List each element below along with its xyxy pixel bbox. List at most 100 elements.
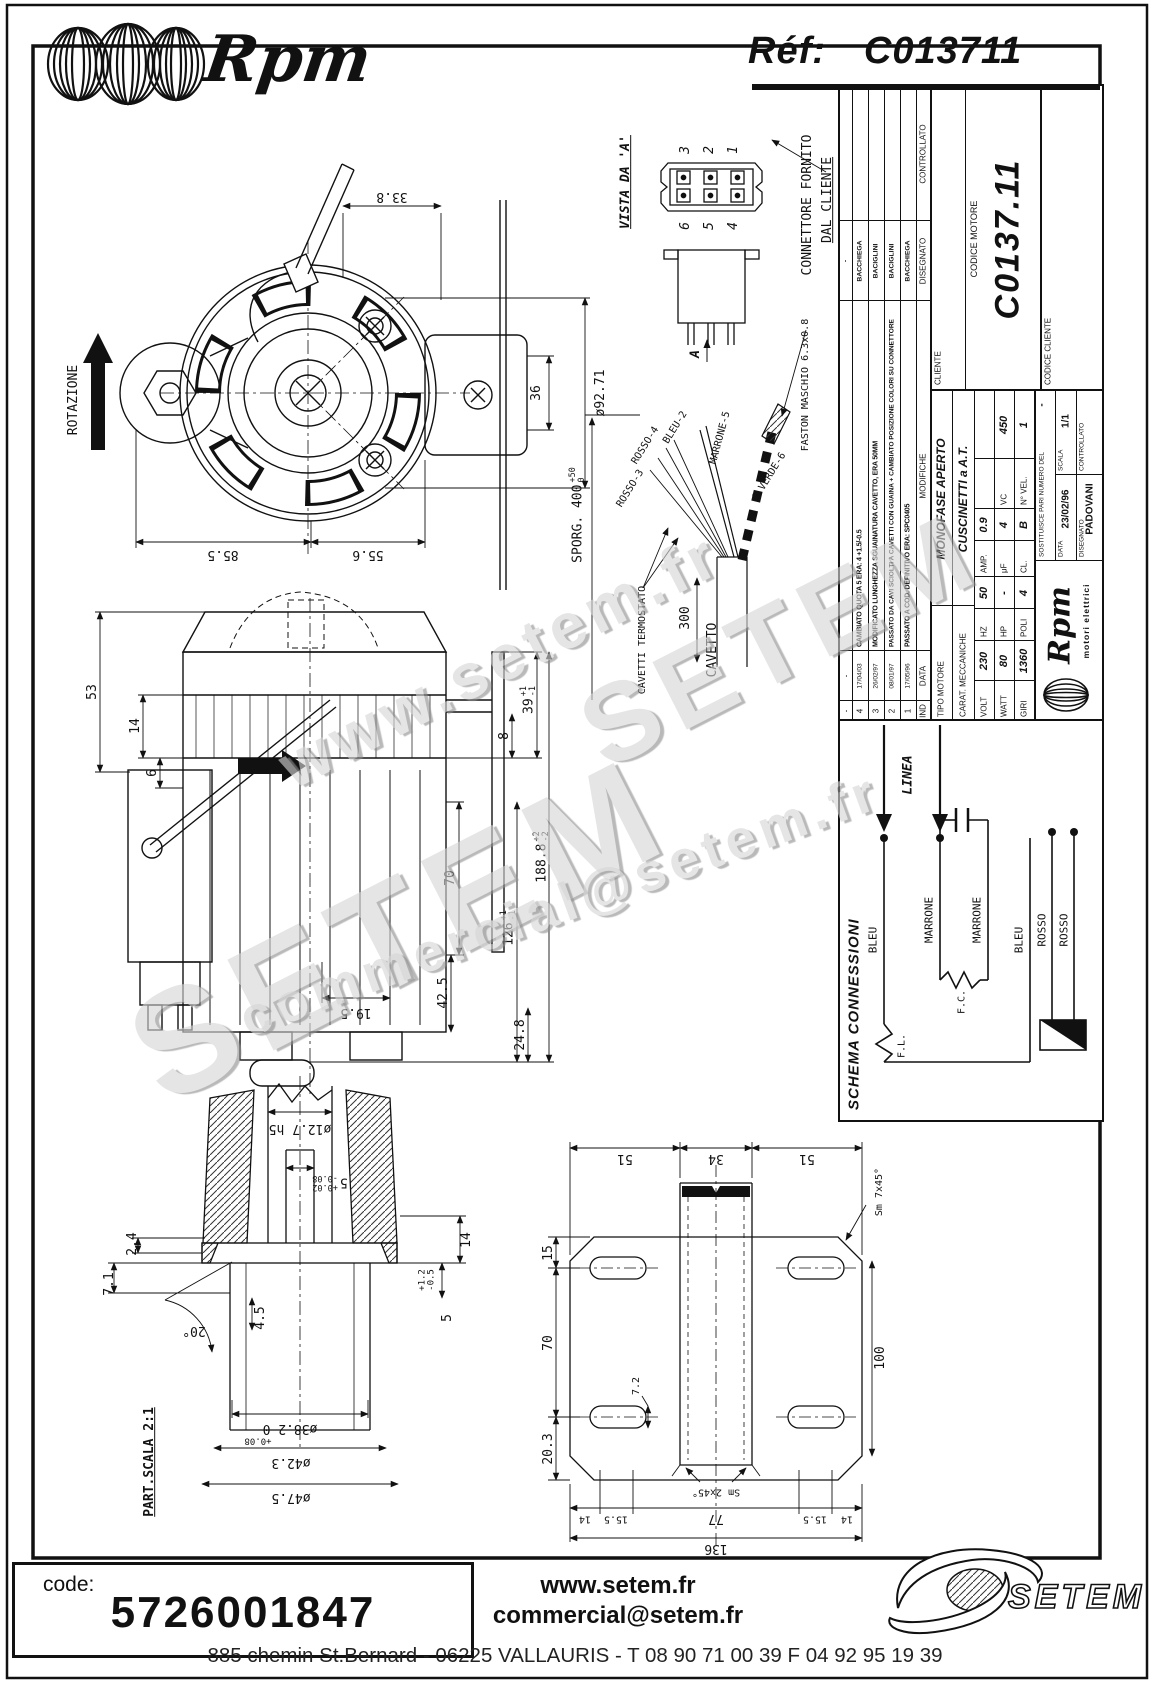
- part-scala-title: PART.SCALA 2:1: [142, 1407, 158, 1517]
- tipo-motore-label: TIPO MOTORE: [936, 661, 946, 717]
- cable-detail-drawing: [585, 329, 807, 700]
- rev-header-modifiche: MODIFICHE: [918, 453, 928, 499]
- dim-14-bottom-right: 14: [840, 1513, 854, 1525]
- dim-126-main: 126: [501, 922, 517, 946]
- side-view-drawing: [95, 591, 554, 1098]
- dim-14: 14: [128, 718, 144, 734]
- faston-label: FASTON MASCHIO 6.3x0.8: [799, 318, 811, 452]
- cliente-label: CLIENTE: [933, 351, 943, 385]
- dim-126: 126+1 -1: [499, 910, 518, 946]
- pin-4: 4: [726, 222, 742, 230]
- rpm-mini-coil: [1043, 678, 1089, 712]
- dim-20-3: 20.3: [541, 1433, 557, 1465]
- rev3-ind: 3: [871, 708, 881, 714]
- rev1-name: BACCHIEGA: [904, 240, 912, 282]
- rev-header-ind: IND: [918, 704, 928, 718]
- rev0-ind: -: [841, 709, 851, 713]
- uf-label: μF: [999, 563, 1009, 574]
- rotation-label: ROTAZIONE: [66, 364, 82, 436]
- dim-15-5-left: 15.5: [603, 1513, 629, 1525]
- codice-cliente-label: CODICE CLIENTE: [1043, 317, 1053, 385]
- dim-15: 15: [541, 1245, 557, 1261]
- scala-label: SCALA: [1057, 449, 1065, 471]
- sporg-tol: +50 0: [568, 467, 587, 483]
- pin-5: 5: [702, 222, 718, 230]
- dim-5-shaft: 5: [440, 1314, 456, 1322]
- rev4-name: BACCHIEGA: [856, 240, 864, 282]
- dim-53: 53: [85, 684, 101, 700]
- dim-51-left: 51: [617, 1150, 633, 1166]
- front-view-drawing: [83, 163, 590, 590]
- sostituisce-value: -: [1036, 403, 1048, 407]
- dim-2-4: 2.4: [125, 1232, 141, 1256]
- plate-view-drawing: [548, 1142, 876, 1545]
- cavetti-termostato-label: CAVETTI TERMOSTATO: [636, 585, 648, 695]
- vc-value: 450: [998, 415, 1010, 435]
- vista-da-a-title: VISTA DA 'A': [618, 135, 634, 229]
- vc-label: VC: [999, 493, 1009, 505]
- chamfer-sm2x45: Sm 2x45°: [691, 1486, 741, 1498]
- dim-key-5: 5+0.02 -0.08: [312, 1173, 348, 1192]
- hz-value: 50: [978, 586, 990, 600]
- dim-key-main: 5: [339, 1174, 348, 1190]
- dim-4-5: 4.5: [253, 1306, 269, 1330]
- data-value: 23/02/96: [1060, 489, 1072, 529]
- title-block: - - - 4 17/04/03 CAMBIATO QUOTA 5 ERA: 4…: [838, 84, 1104, 723]
- poli-label: POLI: [1019, 618, 1029, 637]
- hp-label: HP: [999, 625, 1009, 637]
- rev4-ind: 4: [855, 708, 865, 714]
- dim-14-shaft: 14: [459, 1232, 475, 1248]
- dim-7-1: 7.1: [102, 1272, 118, 1296]
- dim-42-5: 42.5: [436, 977, 452, 1009]
- pin-3: 3: [678, 146, 694, 154]
- ref-label: Réf:: [748, 30, 826, 72]
- controllato-label: CONTROLLATO: [1078, 422, 1086, 471]
- dim-47-5: ø47.5: [271, 1489, 311, 1505]
- giri-value: 1360: [1018, 648, 1030, 674]
- dim-126-tol: +1 -1: [499, 910, 518, 921]
- tipo-motore-value: MONOFASE APERTO: [934, 438, 948, 560]
- dim-sporg-400: SPORG. 400+50 0: [568, 467, 587, 563]
- sporg-main: SPORG. 400: [570, 484, 586, 563]
- reference-number: Réf:C013711: [748, 30, 1022, 73]
- cl-label: CL.: [1019, 560, 1029, 573]
- rev-header-controllato: CONTROLLATO: [918, 124, 928, 184]
- volt-value: 230: [978, 651, 990, 671]
- rev2-text: PASSATO DA CAVI SCIOLTI A CAVETTI CON GU…: [888, 319, 896, 647]
- chamfer-sm7x45: Sm 7x45°: [873, 1167, 885, 1217]
- schema-circuit: [874, 725, 1087, 1063]
- rpm-mini-logo-text: Rpm: [1042, 586, 1078, 664]
- rpm-brand-text: Rpm: [199, 22, 376, 97]
- code-label: code:: [43, 1573, 95, 1596]
- rev1-date: 17/05/96: [904, 663, 912, 689]
- watt-label: WATT: [999, 695, 1009, 717]
- cavetto-label: CAVETTO: [705, 622, 721, 678]
- rev0-date: -: [841, 674, 851, 678]
- hz-label: HZ: [979, 626, 989, 637]
- carat-meccaniche-value: CUSCINETTI a A.T.: [956, 445, 970, 553]
- codice-motore-value: C0137.11: [988, 158, 1027, 320]
- data-label: DATA: [1057, 540, 1065, 557]
- schema-connessioni: SCHEMA CONNESSIONI LINEA: [838, 719, 1104, 1122]
- dim-7-2: 7.2: [630, 1376, 642, 1396]
- dim-39-main: 39: [521, 698, 537, 714]
- amp-label: AMP.: [979, 554, 989, 573]
- dim-42-3: ø42.3: [271, 1454, 311, 1470]
- dim-51-right: 51: [799, 1150, 815, 1166]
- cl-value: B: [1018, 521, 1030, 529]
- pin-1: 1: [726, 146, 742, 154]
- dim-70-plate: 70: [541, 1335, 557, 1351]
- volt-label: VOLT: [979, 696, 989, 717]
- rev1-text: PASSATO A COD. DEFINITIVO ERA: SPC0405: [904, 503, 912, 647]
- setem-logo-text: SETEM: [1008, 1578, 1145, 1616]
- scala-value: 1/1: [1060, 414, 1072, 428]
- dim-15-5-right: 15.5: [802, 1513, 828, 1525]
- rev3-name: BACIGLINI: [872, 243, 880, 279]
- connector-view-drawing: [660, 139, 827, 362]
- code-box: code: 5726001847: [12, 1562, 474, 1658]
- rev4-date: 17/04/03: [856, 663, 864, 689]
- dim-136: 136: [704, 1540, 728, 1556]
- dim-188-main: 188.8: [534, 843, 550, 883]
- uf-value: 4: [998, 521, 1010, 529]
